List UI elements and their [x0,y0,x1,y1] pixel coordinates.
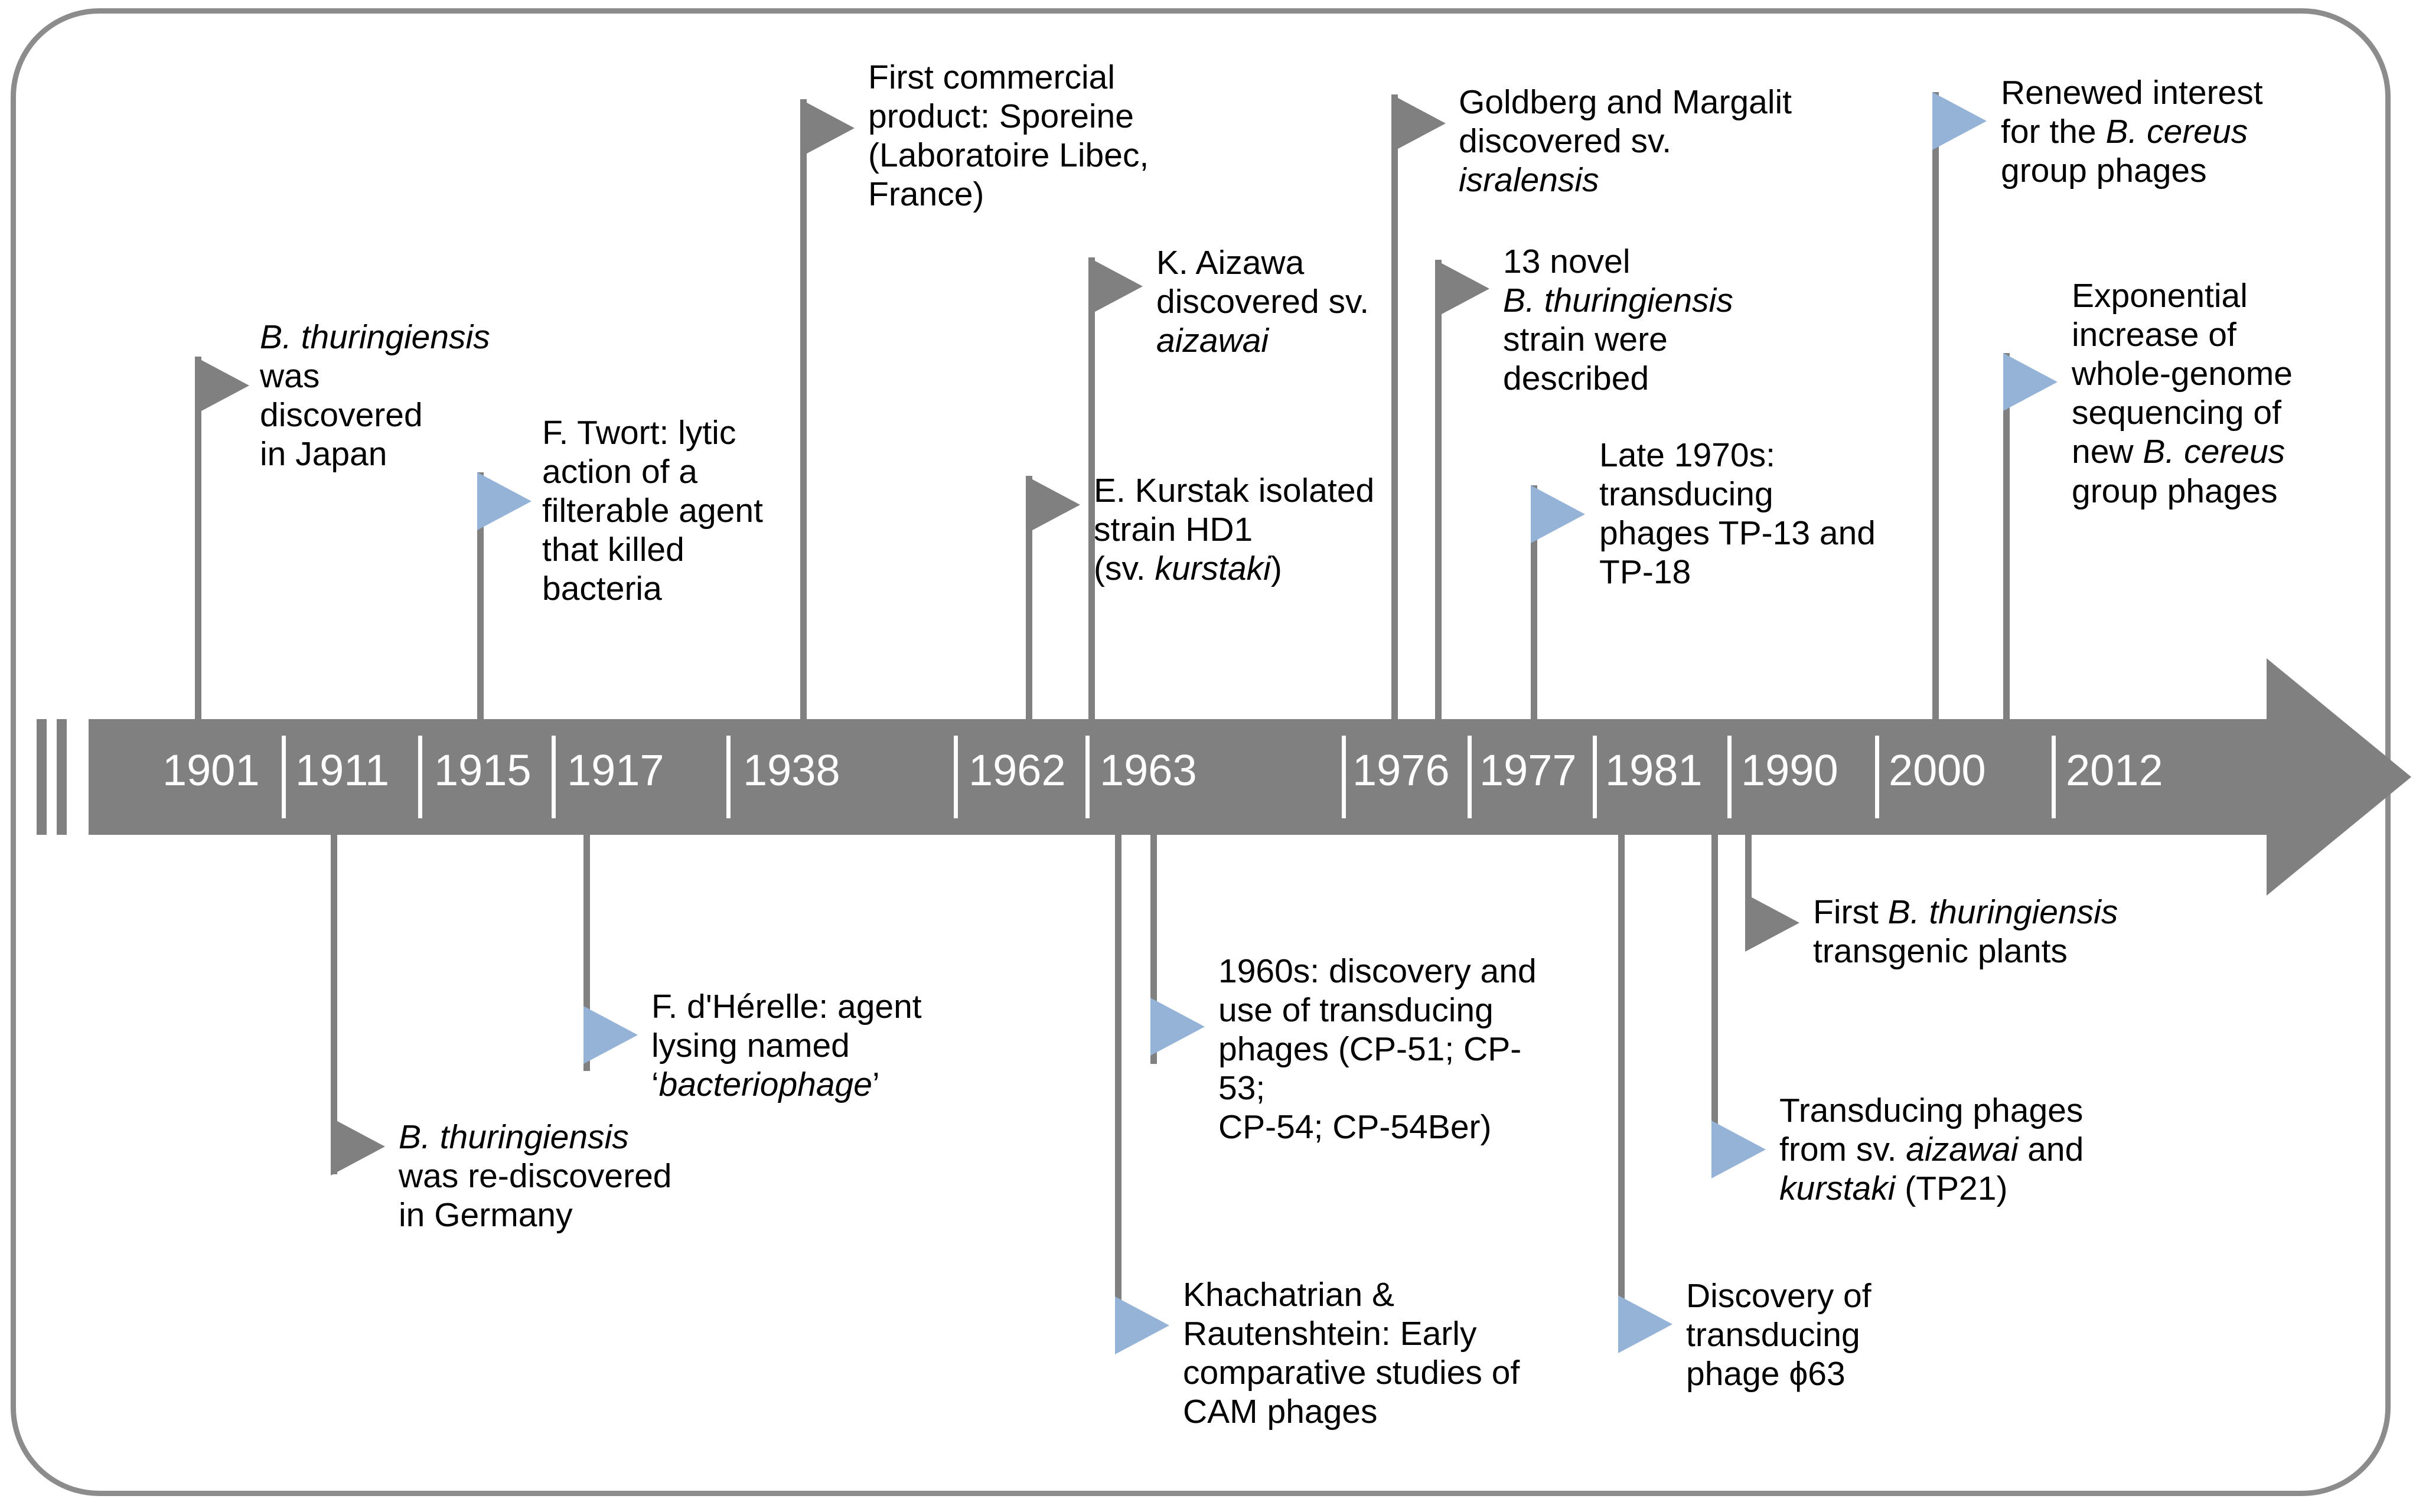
flag-1962-gray-icon [1026,476,1080,534]
flag-1915-blue-icon [477,472,532,530]
year-label-1963: 1963 [1100,746,1197,795]
year-label-1917: 1917 [567,746,664,795]
pole-1938 [800,99,807,719]
flag-1911-gray-icon [331,1118,385,1175]
tick-1917 [552,736,556,818]
timeline-bar [89,719,2291,835]
flag-1963-gray-icon [1088,257,1143,315]
tick-1911 [282,736,286,818]
pole-2012 [2003,353,2010,719]
tick-1977 [1342,736,1346,818]
pole-1981-tp13 [1531,485,1537,719]
pole-1901 [195,357,201,719]
year-label-2012: 2012 [2066,746,2163,795]
year-label-2000: 2000 [1889,746,1986,795]
pole-1962 [1026,476,1032,719]
pole-1917 [583,835,590,1071]
pole-khachatrian [1115,835,1121,1343]
year-label-1990: 1990 [1741,746,1838,795]
pole-1963-aizawa [1088,257,1095,719]
flag-1960s-blue-icon [1150,998,1205,1056]
year-label-1981: 1981 [1605,746,1703,795]
pole-1990-transgenic [1745,835,1752,917]
tick-1938 [726,736,731,818]
flag-1917-blue-icon [583,1006,638,1064]
year-label-1901: 1901 [162,746,260,795]
year-label-1938: 1938 [743,746,840,795]
year-label-1962: 1962 [969,746,1066,795]
tick-1915 [418,736,422,818]
pole-1911 [331,835,337,1174]
tick-1963 [1085,736,1090,818]
tick-1981 [1468,736,1472,818]
flag-khachatrian-blue-icon [1115,1297,1169,1354]
tick-2012b [2052,736,2056,818]
pole-1977 [1435,260,1442,719]
pole-1981-phi63 [1618,835,1625,1338]
pole-2000 [1932,92,1939,719]
flag-2012-blue-icon [2003,353,2058,411]
flag-tp21-blue-icon [1711,1121,1766,1178]
tick-2012 [1875,736,1879,818]
flag-1977-gray-icon [1435,260,1489,318]
pole-1960s-cp [1150,835,1157,1064]
year-label-1977: 1977 [1479,746,1577,795]
tick-2000 [1727,736,1732,818]
tick-1962 [954,736,958,818]
flag-1990-gray-icon [1745,894,1799,952]
year-label-1911: 1911 [295,746,390,795]
year-label-1915: 1915 [434,746,532,795]
pole-1915 [477,472,484,719]
flag-1901-gray-icon [195,357,249,414]
flag-1938-gray-icon [800,99,855,157]
timeline-arrowhead-icon [2267,658,2411,896]
flag-1976-gray-icon [1391,94,1446,152]
flag-2000-blue-icon [1932,92,1987,150]
flag-phi63-blue-icon [1618,1295,1672,1353]
pole-1990-tp21 [1711,835,1718,1142]
pole-1976 [1391,94,1398,719]
tick-1990 [1593,736,1597,818]
year-label-1976: 1976 [1352,746,1450,795]
bar-cap-left-inner [57,719,67,835]
flag-1981-blue-icon [1531,485,1585,543]
bar-cap-left-outer [37,719,47,835]
